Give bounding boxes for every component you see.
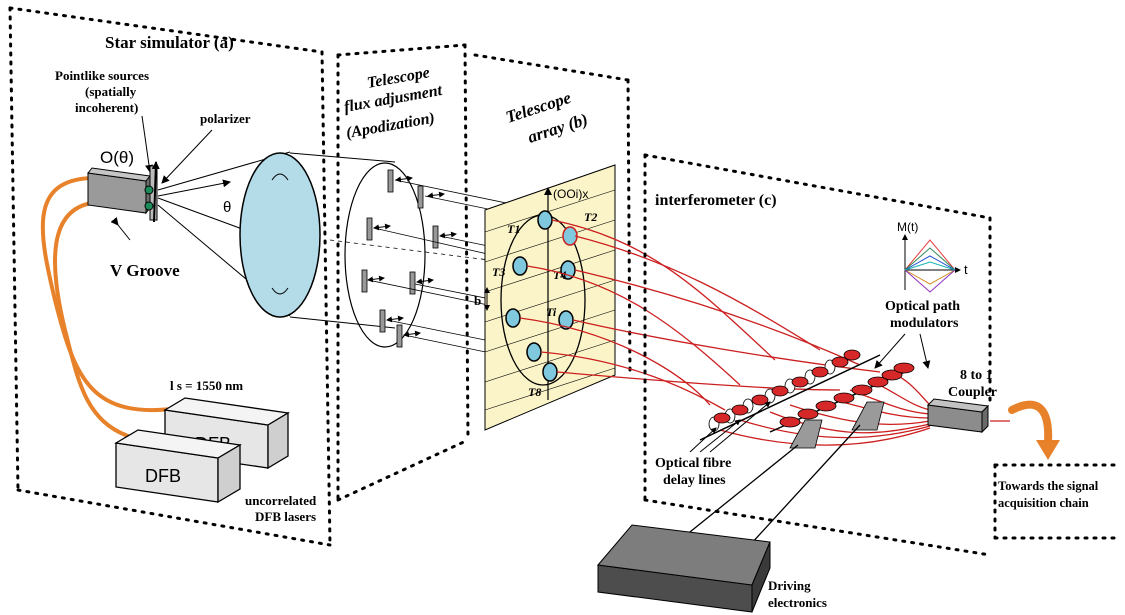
telescope-t2: T2 [584, 210, 597, 224]
pointlike-sources-label: Pointlike sources [55, 68, 149, 83]
fibre-delay-label-2: delay lines [663, 473, 726, 488]
incoherent-label: incoherent) [75, 100, 138, 115]
coupler-label-1: 8 to 1 [960, 368, 993, 383]
polarizer-pointer [161, 129, 213, 184]
driving-label-2: electronics [768, 595, 827, 610]
telescope-mirrors [505, 210, 578, 382]
collimator-lens [239, 152, 321, 318]
o-theta-label: O(θ) [100, 148, 134, 167]
opm-label-2: modulators [890, 316, 959, 331]
output-arrowhead [1036, 440, 1060, 460]
interferometer-title: interferometer (c) [655, 192, 777, 209]
polarizer-axis [151, 161, 160, 223]
coupler-label-2: Coupler [948, 385, 997, 400]
dfb-lasers-label: DFB lasers [255, 509, 316, 524]
star-simulator-frame [8, 6, 332, 547]
telescope-t3: T3 [492, 265, 505, 279]
mt-label: M(t) [897, 220, 918, 234]
telescope-array-panel [484, 164, 616, 431]
modulation-plot [902, 234, 961, 293]
uncorrelated-label: uncorrelated [245, 493, 317, 508]
towards-label-2: acquisition chain [998, 496, 1089, 510]
telescope-t8: T8 [528, 385, 541, 399]
driving-label-1: Driving [768, 578, 811, 593]
apodization-arrows [367, 175, 457, 338]
drive-cables [679, 424, 861, 546]
baseline-b-label: b [474, 293, 481, 308]
t-label: t [964, 262, 968, 277]
v-groove-block [87, 167, 151, 215]
star-simulator-title: Star simulator (a) [105, 33, 234, 52]
apodization-ring [344, 162, 426, 348]
theta-label: θ [223, 199, 231, 216]
acquisition-frame [993, 463, 1120, 540]
polarizer-label: polarizer [200, 111, 251, 126]
array-axis-label: (OOi)x [553, 187, 588, 201]
driving-electronics-box [597, 524, 771, 613]
apodization-plates [361, 169, 439, 348]
dfb-laser-back: DFB [163, 397, 290, 470]
path-modulators [713, 349, 915, 428]
coupler-box [926, 398, 990, 434]
telescope-t4: T4 [553, 268, 566, 282]
output-arrow [1008, 400, 1053, 446]
telescope-array-frame [473, 53, 632, 377]
source-point-2 [144, 201, 154, 211]
orange-fibres [40, 176, 182, 438]
fibre-delay-label-1: Optical fibre [655, 456, 731, 471]
sources-pointer [141, 115, 153, 173]
fibre-delay-pointers [689, 401, 771, 453]
source-point-1 [144, 185, 154, 195]
interferometer-frame [643, 153, 992, 557]
wavelength-label: l s = 1550 nm [170, 378, 243, 393]
beam-tube [289, 152, 396, 329]
v-groove-pointer [110, 217, 131, 241]
towards-label-1: Towards the signal [998, 479, 1099, 493]
drive-arrows [789, 401, 885, 449]
opm-label-1: Optical path [885, 299, 960, 314]
apodization-title-3: (Apodization) [345, 110, 436, 142]
svg-text:DFB: DFB [145, 466, 181, 486]
spatially-label: (spatially [85, 84, 137, 99]
opm-pointers [874, 333, 931, 369]
v-groove-label: V Groove [110, 261, 180, 280]
telescope-ti: Ti [546, 305, 557, 319]
dfb-laser-front: DFB [114, 429, 242, 504]
telescope-t1: T1 [507, 222, 520, 236]
apodization-frame [336, 43, 470, 502]
